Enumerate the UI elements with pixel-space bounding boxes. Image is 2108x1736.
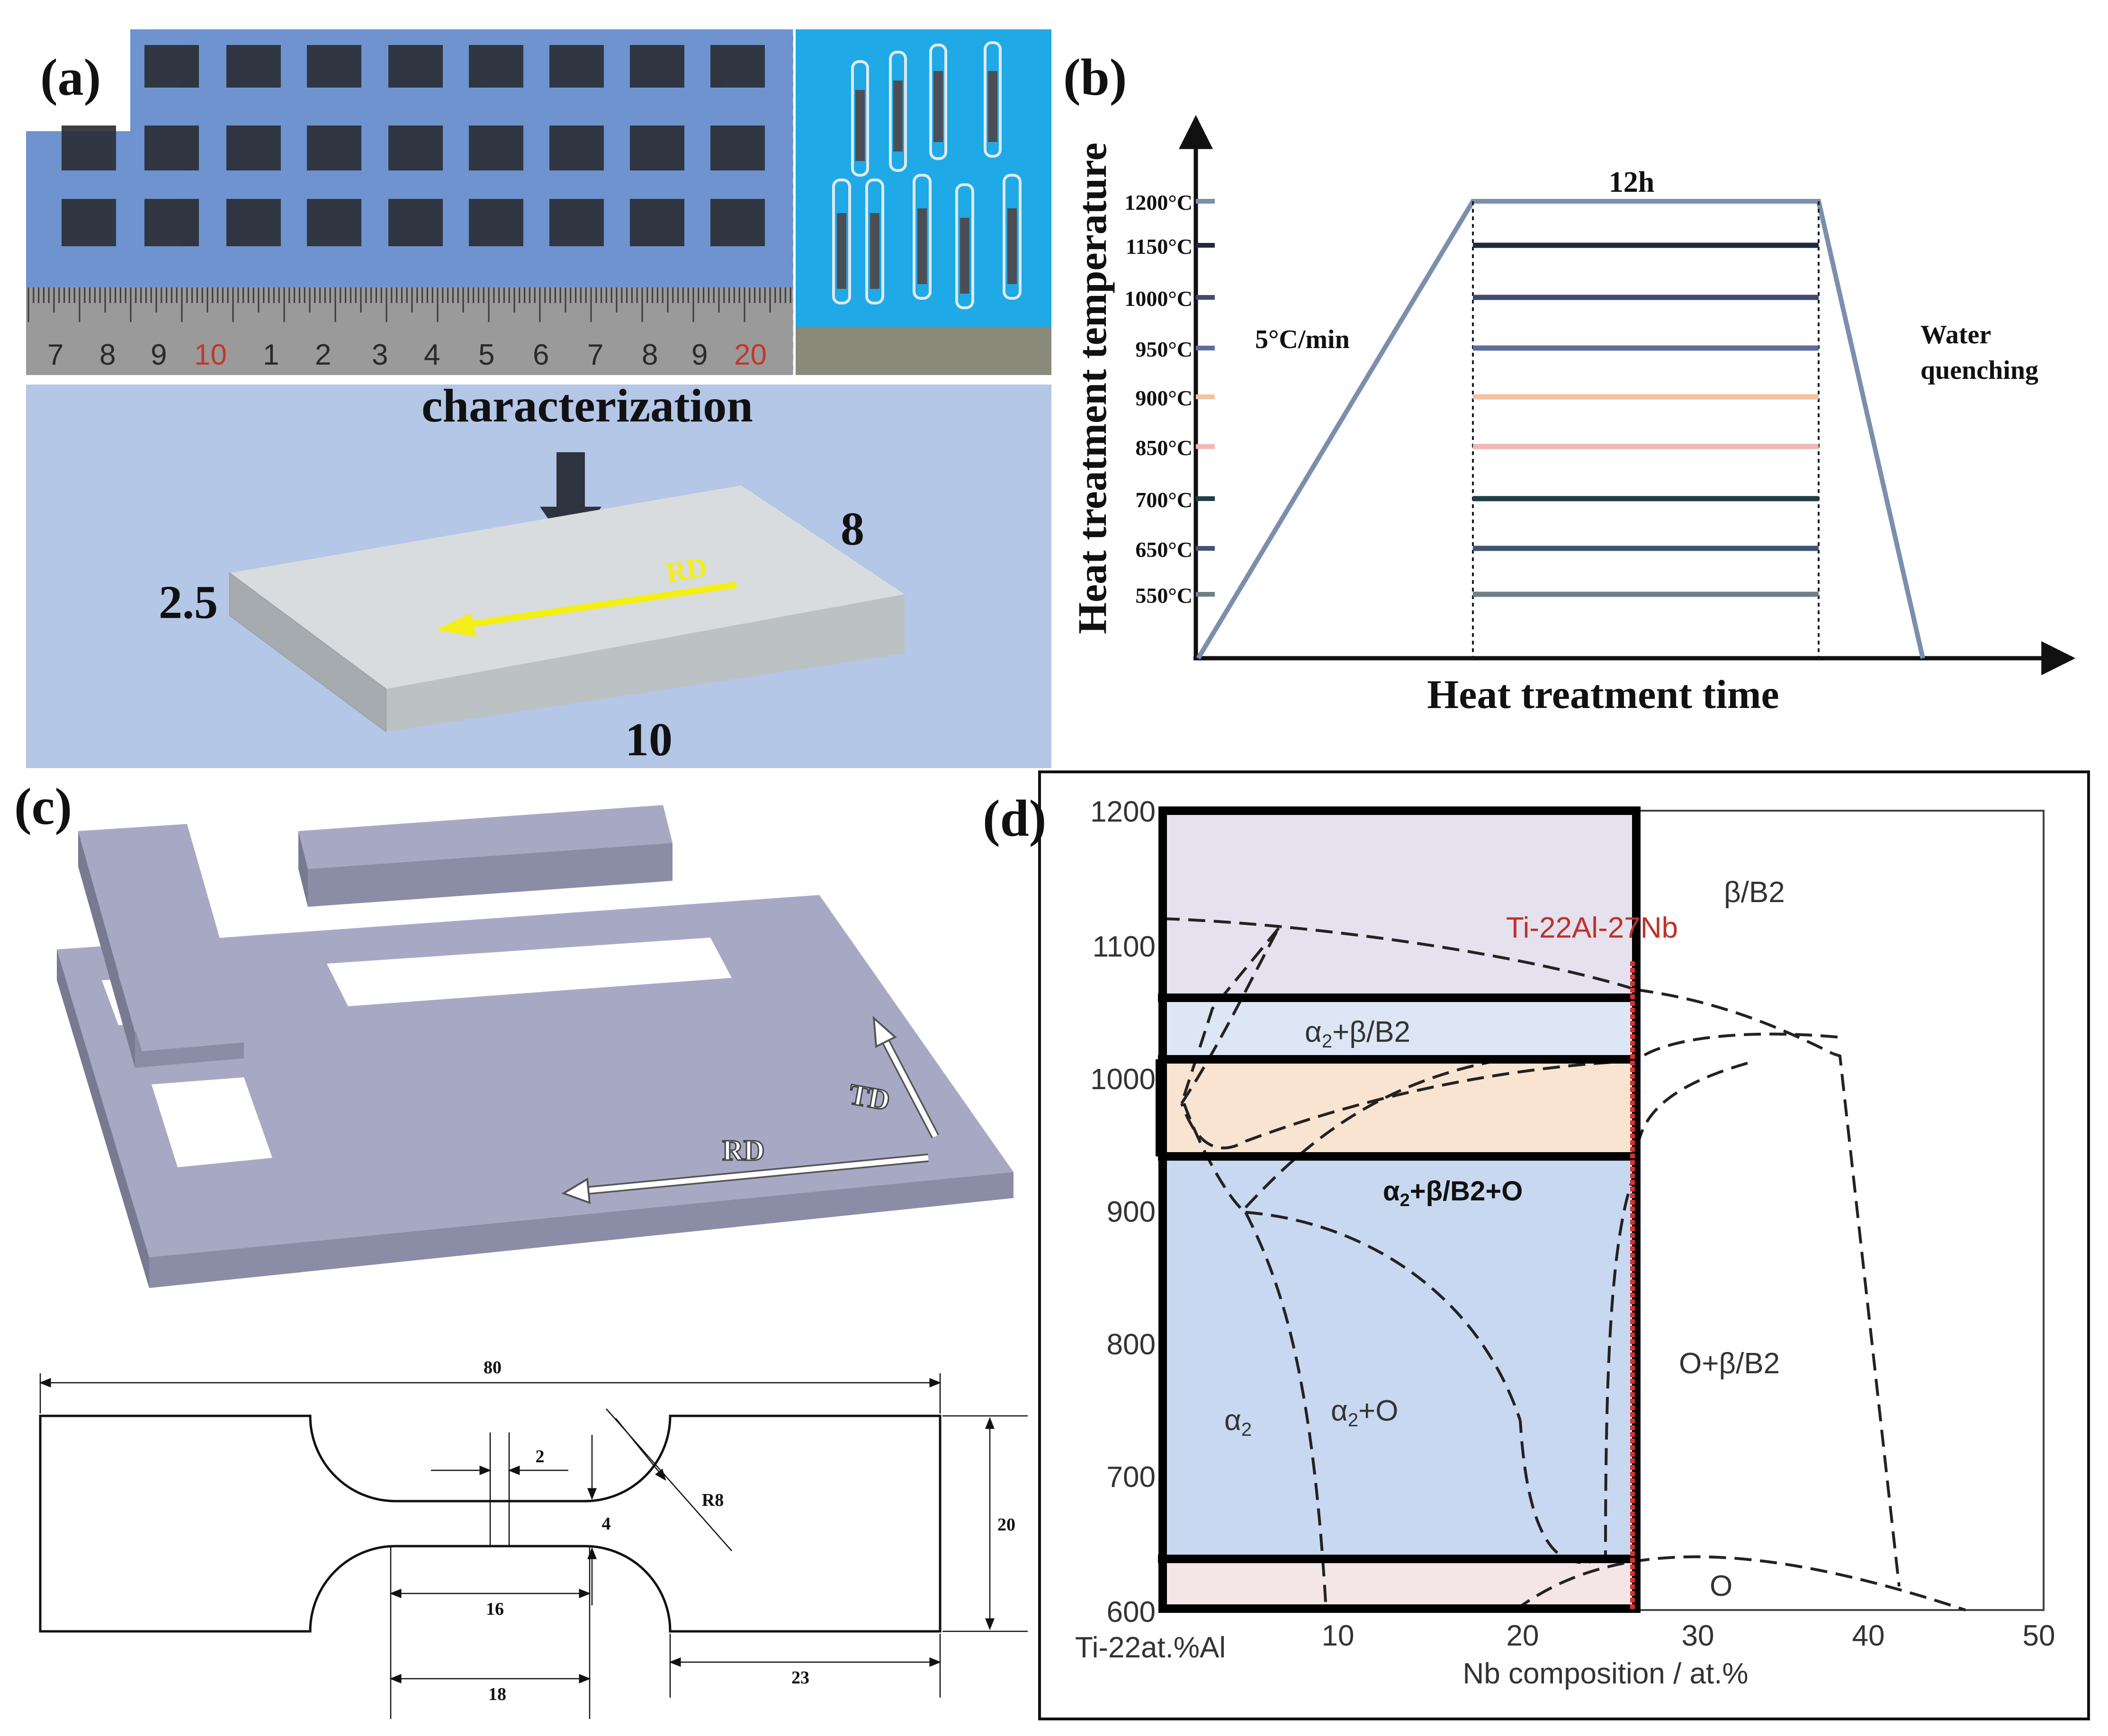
phase-a2-o: α2+O [1331,1395,1399,1431]
dim-neck-width: 4 [602,1514,611,1534]
phase-o-beta: O+β/B2 [1679,1347,1780,1380]
x-tick: 40 [1852,1620,1885,1652]
ruler-number: 4 [424,339,440,371]
x-axis-label-d: Nb composition / at.% [1462,1657,1748,1690]
td-arrow: TD [846,1016,939,1139]
highlight-box [1158,806,1641,1613]
rd-arrow: RD [436,551,737,637]
dim-gauge-width: 2 [536,1447,545,1467]
temp-label-1000: 1000°C [1124,286,1193,311]
plate-cutout [152,1077,272,1167]
hold-label: 12h [1609,166,1654,198]
temp-label-1150: 1150°C [1126,234,1193,259]
specimen-grid [62,45,765,246]
ruler-number: 8 [642,339,658,371]
panel-a-label: (a) [40,48,101,106]
rd-label-c: RD [722,1135,765,1167]
phase-a2: α2 [1224,1404,1252,1440]
characterization-label: characterization [422,379,753,432]
y-axis-label: Heat treatment temperature [1069,143,1115,634]
x-tick: 30 [1682,1620,1714,1652]
temp-label-700: 700°C [1135,488,1193,512]
phase-boundaries [1162,917,1966,1611]
y-tick: 600 [1107,1596,1156,1629]
ruler-number: 1 [263,339,279,371]
panel-a: 7 8 9 10 1 2 3 4 5 6 7 8 9 20 char [26,29,1051,768]
temp-label-850: 850°C [1135,436,1193,460]
panel-c-label: (c) [14,778,72,835]
dim-grip-length: 23 [791,1668,809,1688]
temp-label-650: 650°C [1135,537,1193,562]
temperature-bars [1158,993,1636,1563]
dogbone-specimen [298,805,673,907]
ruler [26,287,793,375]
region-main-blue [1163,1156,1636,1559]
y-tick: 1000 [1090,1063,1156,1096]
ruler-number: 9 [691,339,708,371]
heat-profile [1196,199,1925,660]
ruler-number: 20 [734,339,767,371]
panel-b-label: (b) [1063,48,1127,106]
x-tick: 50 [2023,1620,2055,1652]
y-tick: 900 [1107,1196,1156,1228]
ruler-number: 7 [587,339,603,371]
panel-c: (c) TD [14,778,1028,1719]
td-label: TD [847,1078,893,1117]
region-upper-blue [1163,998,1636,1059]
ruler-number: 7 [47,339,63,371]
phase-a2-beta-o: α2+β/B2+O [1383,1176,1523,1210]
dim-gauge-length: 16 [486,1599,504,1619]
dim-thickness: 2.5 [159,576,218,628]
cooling-label-2: quenching [1920,356,2038,385]
temp-label-1200: 1200°C [1124,190,1193,215]
rd-arrow-c: RD [561,1134,929,1204]
rd-label-a: RD [664,551,709,589]
sample-slab [229,485,905,733]
x-origin-label: Ti-22at.%Al [1075,1631,1226,1664]
ruler-number: 6 [533,339,549,371]
phase-o: O [1710,1570,1732,1602]
region-bottom [1163,1559,1636,1609]
phase-beta: β/B2 [1724,876,1785,909]
region-top [1163,811,1636,998]
dim-reduced-length: 18 [488,1684,506,1704]
y-tick: 1200 [1090,796,1156,828]
dogbone-drawing [39,1373,1028,1719]
temp-label-550: 550°C [1135,583,1193,608]
dim-total-length: 80 [484,1358,502,1378]
vial-photo [796,29,1051,375]
dim-width: 8 [841,502,864,555]
ruler-number: 2 [315,339,331,371]
glass-vials [832,41,1022,309]
dim-radius: R8 [702,1490,724,1510]
cooling-label-1: Water [1920,320,1991,349]
x-tick: 20 [1507,1620,1539,1652]
dim-grip-width: 20 [997,1515,1015,1535]
ruler-number: 8 [99,339,116,371]
dogbone-specimen [78,824,251,1068]
phase-a2-beta: α2+β/B2 [1305,1016,1410,1052]
plate-cutout [327,938,732,1006]
y-tick: 1100 [1093,931,1156,963]
composition-label: Ti-22Al-27Nb [1506,912,1678,944]
heating-rate-label: 5°C/min [1255,325,1350,354]
region-peach [1158,1059,1636,1156]
ruler-number: 5 [478,339,494,371]
ruler-number: 9 [151,339,167,371]
plate-3d [57,895,1014,1288]
x-axis-label: Heat treatment time [1427,671,1779,717]
panel-b: (b) Heat treatment temperature Heat trea… [1063,48,2076,717]
dim-length: 10 [625,713,673,766]
y-tick: 700 [1107,1461,1156,1494]
temp-label-900: 900°C [1135,386,1193,410]
ruler-number: 3 [372,339,388,371]
panel-d: (d) [983,770,2090,1720]
y-tick: 800 [1107,1328,1156,1361]
temp-label-950: 950°C [1135,337,1193,361]
ruler-number: 10 [194,339,227,371]
x-tick: 10 [1322,1620,1355,1652]
panel-d-label: (d) [983,789,1046,847]
diagram-frame [1038,770,2090,1720]
